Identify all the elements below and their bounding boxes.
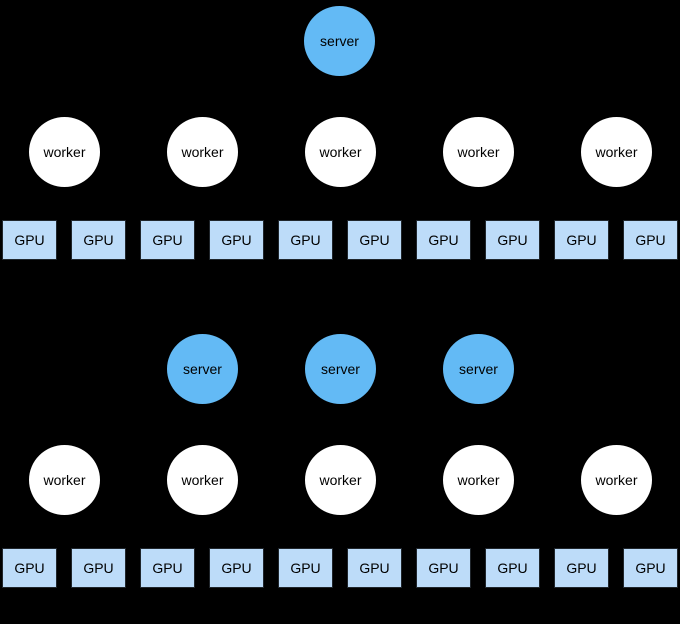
worker-node: worker (28, 116, 101, 188)
server-node: server (166, 333, 239, 405)
gpu-node: GPU (2, 220, 57, 260)
server-node: server (303, 5, 376, 77)
gpu-node: GPU (485, 220, 540, 260)
gpu-node: GPU (2, 548, 57, 588)
server-node: server (304, 333, 377, 405)
worker-node: worker (304, 116, 377, 188)
gpu-node: GPU (278, 220, 333, 260)
worker-node: worker (166, 444, 239, 516)
gpu-node: GPU (140, 548, 195, 588)
gpu-node: GPU (140, 220, 195, 260)
gpu-node: GPU (71, 220, 126, 260)
gpu-node: GPU (623, 220, 678, 260)
gpu-node: GPU (554, 548, 609, 588)
server-node: server (442, 333, 515, 405)
gpu-node: GPU (485, 548, 540, 588)
gpu-node: GPU (209, 548, 264, 588)
gpu-node: GPU (209, 220, 264, 260)
gpu-node: GPU (278, 548, 333, 588)
worker-node: worker (304, 444, 377, 516)
worker-node: worker (442, 444, 515, 516)
worker-node: worker (580, 444, 653, 516)
gpu-node: GPU (623, 548, 678, 588)
gpu-node: GPU (71, 548, 126, 588)
gpu-node: GPU (347, 220, 402, 260)
worker-node: worker (166, 116, 239, 188)
gpu-node: GPU (347, 548, 402, 588)
worker-node: worker (442, 116, 515, 188)
worker-node: worker (580, 116, 653, 188)
gpu-node: GPU (416, 220, 471, 260)
gpu-node: GPU (416, 548, 471, 588)
worker-node: worker (28, 444, 101, 516)
gpu-node: GPU (554, 220, 609, 260)
